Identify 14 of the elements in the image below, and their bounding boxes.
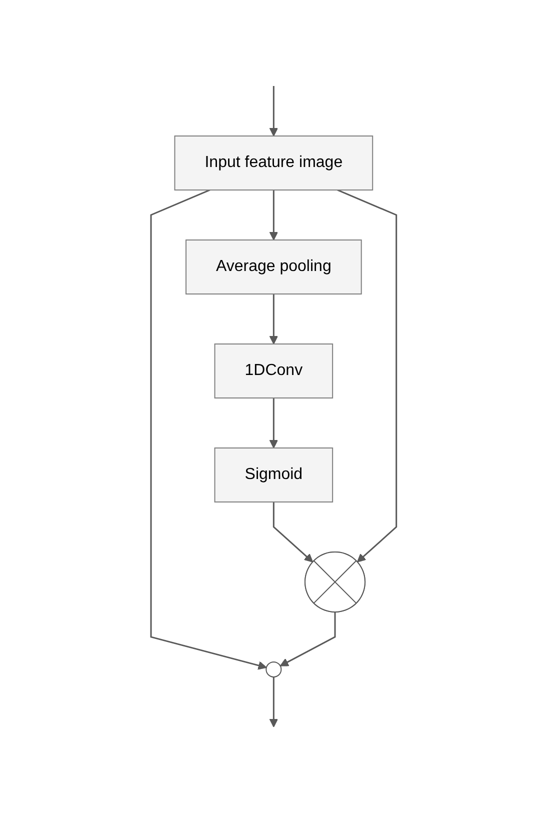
arrow <box>273 502 314 562</box>
node-circle <box>266 661 282 678</box>
arrow <box>270 86 278 136</box>
arrow <box>270 190 278 240</box>
arrow <box>270 294 278 344</box>
arrow <box>337 189 398 562</box>
arrow <box>270 676 278 728</box>
node-box: Average pooling <box>186 240 362 294</box>
node-box: Input feature image <box>174 136 374 190</box>
arrow <box>150 189 268 670</box>
arrow <box>270 398 278 448</box>
node-box: Sigmoid <box>214 448 334 502</box>
node-box: 1DConv <box>214 344 334 398</box>
arrow <box>280 612 336 666</box>
